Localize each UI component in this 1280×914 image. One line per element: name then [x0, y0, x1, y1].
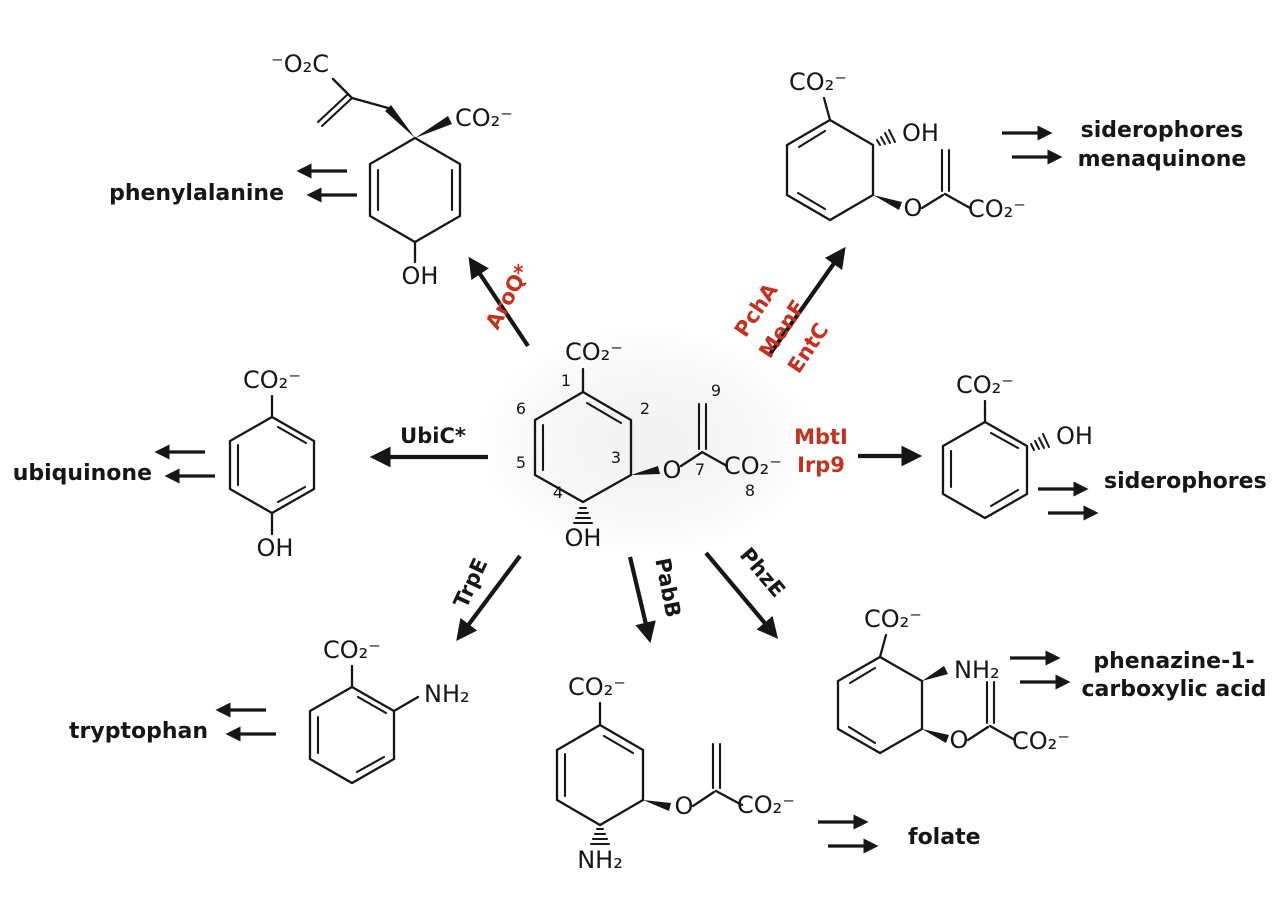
ether-oxygen-label: O	[663, 456, 682, 484]
ether-oxygen-label: O	[675, 792, 694, 820]
multistep-arrows-folate	[818, 814, 879, 854]
ring-number-8: 8	[745, 481, 755, 500]
anthranilate-structure: CO₂⁻ NH₂	[308, 636, 470, 785]
carboxylate-label: CO₂⁻	[724, 452, 782, 480]
product-label-folate: folate	[908, 825, 981, 850]
hydroxyl-label: OH	[1056, 422, 1093, 450]
carboxylate-label: CO₂⁻	[455, 104, 513, 132]
ring-number-3: 3	[611, 448, 621, 467]
ring-number-2: 2	[640, 399, 650, 418]
hydroxyl-label: OH	[902, 119, 939, 147]
hydroxybenzoate-structure: CO₂⁻ OH	[228, 366, 316, 562]
hash-bond	[590, 828, 610, 845]
trpe-arrow	[456, 554, 522, 642]
hydroxybenzoate-bonds	[228, 394, 316, 536]
phze-arrow	[704, 551, 779, 639]
prephenate-bonds	[316, 77, 462, 264]
ether-oxygen-label: O	[950, 726, 969, 754]
carboxylate-label: CO₂⁻	[568, 673, 626, 701]
isochorismate-bonds	[785, 96, 972, 222]
wedge-bond	[922, 729, 949, 743]
carboxylate-label: CO₂⁻	[243, 366, 301, 394]
ring-number-5: 5	[516, 453, 526, 472]
hash-bond	[1030, 433, 1050, 451]
isochorismate-structure: CO₂⁻ OH O CO₂⁻	[785, 68, 1026, 223]
multistep-arrows-ubiquinone	[154, 444, 215, 484]
carboxylate-label: CO₂⁻	[737, 791, 795, 819]
hydroxyl-label: OH	[565, 524, 602, 552]
ring-number-6: 6	[516, 399, 526, 418]
product-label-phenylalanine: phenylalanine	[109, 181, 284, 206]
wedge-bond	[415, 116, 452, 138]
multistep-arrows-siderophores-menaquinone	[1002, 125, 1063, 165]
chorismate-structure: CO₂⁻ O CO₂⁻ OH 1 2 3 4 5 6 7 8 9	[516, 338, 782, 552]
isochorismate-arrow	[768, 246, 846, 356]
enzyme-label-ubic: UbiC*	[400, 424, 466, 448]
pabb-arrow	[627, 556, 656, 644]
anthranilate-bonds	[308, 664, 420, 785]
aminodeoxyisochorismate-structure: CO₂⁻ NH₂ O CO₂⁻	[836, 605, 1070, 755]
chorismate-bonds	[533, 367, 729, 524]
product-label-phenazine-line1: phenazine-1-	[1093, 649, 1254, 674]
enzyme-label-pabb: PabB	[650, 556, 685, 620]
ring-number-7: 7	[695, 460, 705, 479]
ring-number-9: 9	[711, 381, 721, 400]
multistep-arrows-phenylalanine	[296, 163, 357, 203]
ring-numbering: 1 2 3 4 5 6 7 8 9	[516, 371, 755, 502]
product-label-tryptophan: tryptophan	[69, 719, 208, 744]
hash-bond	[573, 507, 593, 524]
multistep-arrows-phenazine	[1010, 650, 1071, 690]
product-label-siderophores-top: siderophores	[1081, 118, 1244, 143]
carboxylate-label: CO₂⁻	[789, 68, 847, 96]
adic-bonds	[836, 633, 1017, 755]
amine-label: NH₂	[424, 680, 470, 708]
prephenate-structure: CO₂⁻ ⁻O₂C OH	[271, 50, 513, 290]
carboxylate-left-label: ⁻O₂C	[271, 50, 329, 78]
carboxylate-label: CO₂⁻	[565, 338, 623, 366]
carboxylate-label: CO₂⁻	[1012, 727, 1070, 755]
aroq-arrow	[468, 256, 530, 348]
enzyme-label-aroq: AroQ*	[481, 260, 535, 333]
hydroxyl-label: OH	[257, 534, 294, 562]
product-label-phenazine-line2: carboxylic acid	[1081, 677, 1266, 702]
carboxylate-label: CO₂⁻	[956, 371, 1014, 399]
amine-label: NH₂	[954, 656, 1000, 684]
ring-number-4: 4	[553, 483, 563, 502]
product-label-menaquinone: menaquinone	[1078, 147, 1247, 172]
wedge-bond	[631, 466, 660, 475]
enzyme-label-mbti: MbtI	[794, 425, 848, 449]
enzyme-label-irp9: Irp9	[797, 453, 845, 477]
multistep-arrows-siderophores	[1038, 481, 1099, 521]
enzyme-label-phze: PhzE	[735, 543, 790, 602]
wedge-bond	[873, 195, 902, 210]
hydroxyl-label: OH	[402, 262, 439, 290]
wedge-bond	[643, 800, 671, 811]
carboxylate-label: CO₂⁻	[968, 195, 1026, 223]
salicylate-bonds	[941, 399, 1050, 520]
multistep-arrows-tryptophan	[215, 702, 276, 742]
product-label-siderophores-right: siderophores	[1104, 469, 1267, 494]
carboxylate-label: CO₂⁻	[864, 605, 922, 633]
ether-oxygen-label: O	[904, 194, 923, 222]
salicylate-structure: CO₂⁻ OH	[941, 371, 1093, 520]
product-label-ubiquinone: ubiquinone	[13, 461, 152, 486]
hash-bond	[876, 129, 896, 146]
ring-number-1: 1	[561, 371, 571, 390]
aminodeoxychorismate-structure: CO₂⁻ O CO₂⁻ NH₂	[555, 673, 795, 874]
adc-bonds	[555, 701, 744, 845]
wedge-bond	[922, 666, 948, 681]
carboxylate-label: CO₂⁻	[323, 636, 381, 664]
amine-label: NH₂	[577, 846, 623, 874]
wedge-bond	[385, 105, 415, 138]
center-halo	[478, 327, 818, 557]
